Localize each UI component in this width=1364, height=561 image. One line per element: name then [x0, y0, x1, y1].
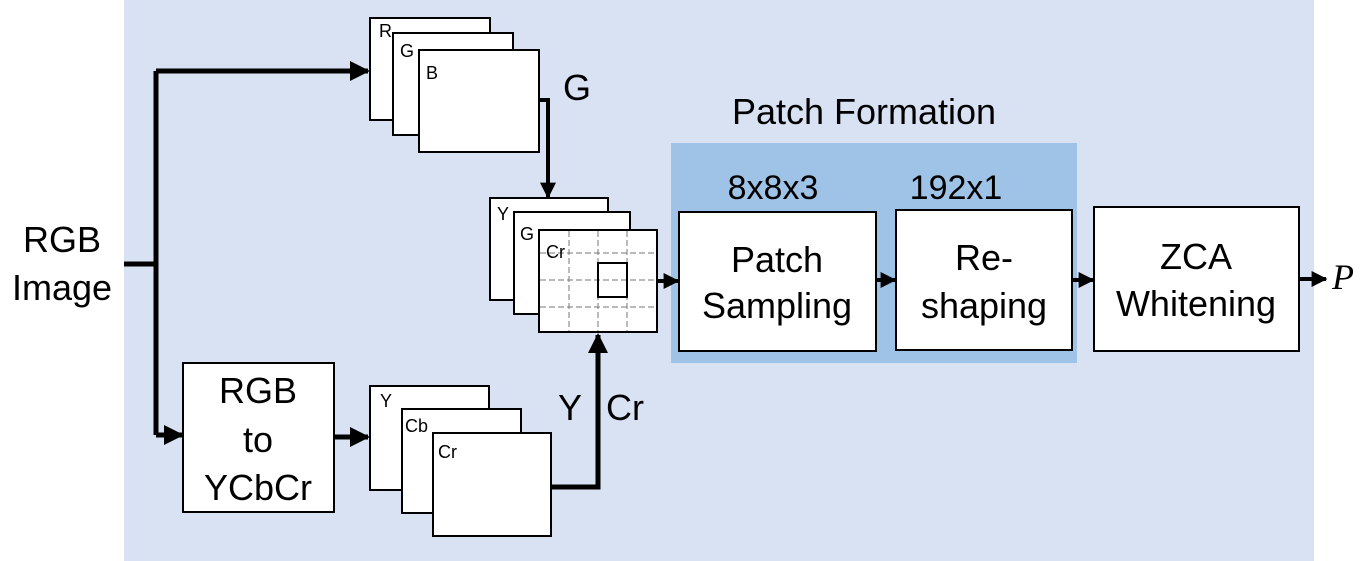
channel-label-combined-cr: Cr: [546, 242, 565, 262]
patch-formation-title: Patch Formation: [732, 91, 996, 132]
patch-sampling-block: [678, 211, 877, 352]
channel-label-combined-y: Y: [497, 204, 509, 224]
patch-sampling-label-line2: Sampling: [702, 285, 852, 326]
convert-label-line3: YCbCr: [204, 467, 312, 508]
channel-label-cb: Cb: [405, 416, 428, 436]
ycbcr-channel-stack: Y Cb Cr: [369, 385, 552, 537]
zca-label-line2: Whitening: [1116, 283, 1276, 324]
convert-label-line2: to: [243, 419, 273, 460]
rgb-to-combined-connector: [539, 98, 556, 199]
rgb-channel-stack: R G B: [369, 17, 540, 153]
ycbcr-to-combined-connector: [551, 333, 608, 490]
channel-frame-b: [418, 49, 540, 153]
channel-label-g: G: [400, 41, 414, 61]
vector-size-label: 192x1: [910, 169, 1003, 207]
rgb-output-channel-label: G: [563, 67, 591, 108]
input-connectors: [124, 61, 370, 445]
channel-label-combined-g: G: [520, 224, 534, 244]
input-label-line1: RGB: [23, 219, 101, 260]
reshaping-label-line2: shaping: [921, 285, 1047, 326]
sampled-patch-marker: [597, 262, 628, 298]
convert-label-line1: RGB: [219, 370, 297, 411]
rgb-to-ycbcr-block: [182, 362, 335, 513]
zca-whitening-block: [1093, 206, 1300, 352]
channel-label-b: B: [426, 63, 438, 83]
ycbcr-output-channel-y: Y: [558, 387, 582, 428]
patch-sampling-label-line1: Patch: [731, 239, 823, 280]
reshaping-block: [895, 209, 1073, 351]
input-label-line2: Image: [12, 267, 112, 308]
ycbcr-output-channel-cr: Cr: [606, 387, 644, 428]
channel-frame-cr: [432, 432, 552, 537]
channel-label-cr: Cr: [438, 442, 457, 462]
patch-size-label: 8x8x3: [728, 169, 819, 207]
zca-label-line1: ZCA: [1160, 236, 1232, 277]
combined-channel-stack: Y G Cr: [489, 197, 658, 333]
output-symbol: P: [1331, 257, 1354, 297]
channel-label-y: Y: [380, 391, 392, 411]
channel-label-r: R: [379, 21, 392, 41]
reshaping-label-line1: Re-: [955, 237, 1013, 278]
